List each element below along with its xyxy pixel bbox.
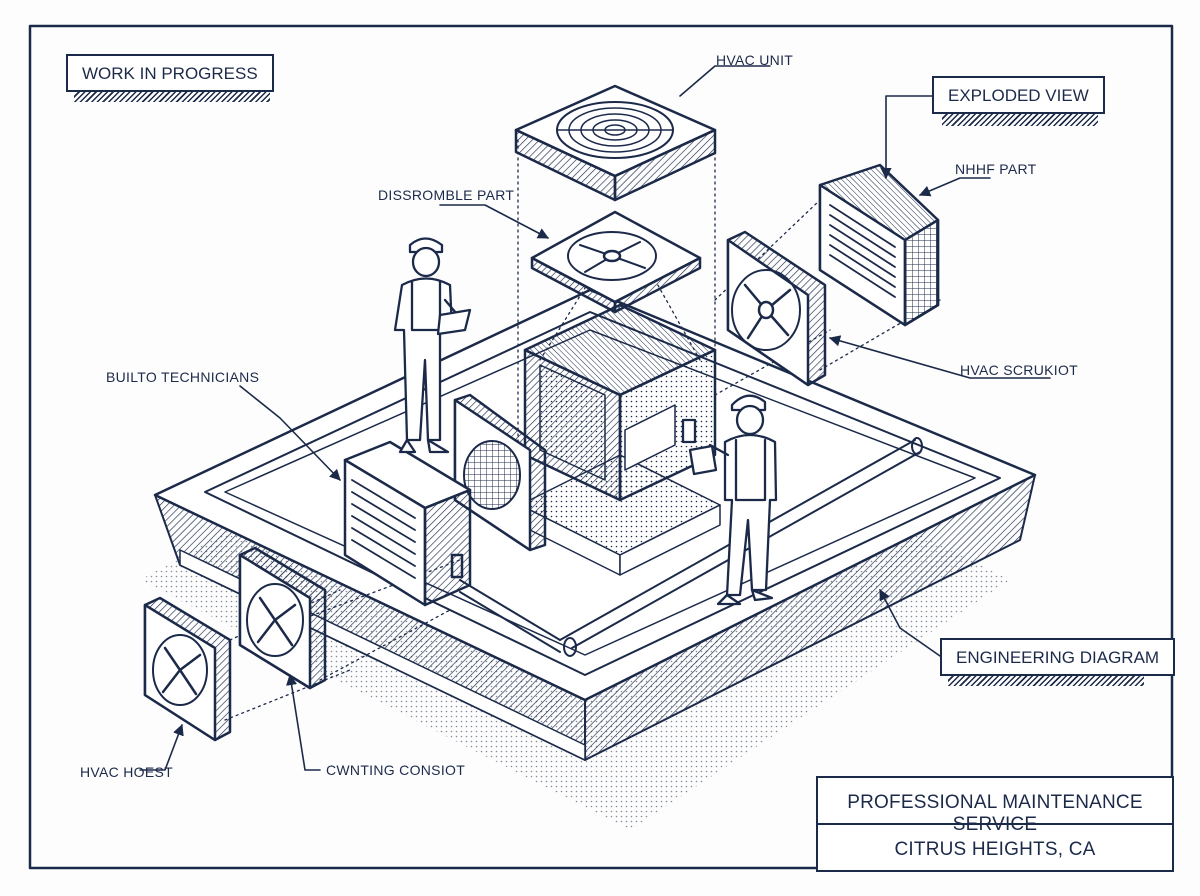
label-work-in-progress: WORK IN PROGRESS xyxy=(66,54,274,92)
lower-fan-panel-1 xyxy=(238,546,327,690)
condenser-grille xyxy=(453,393,547,552)
label-hvac-scrukiot: HVAC SCRUKIOT xyxy=(960,362,1078,378)
label-hvac-unit: HVAC UNIT xyxy=(716,52,794,68)
technician-left xyxy=(393,237,472,454)
title-block: PROFESSIONAL MAINTENANCE SERVICE CITRUS … xyxy=(816,776,1174,872)
label-disassemble-part: DISSROMBLE PART xyxy=(378,187,515,203)
page-border xyxy=(28,24,1174,870)
label-nhhf-part: NHHF PART xyxy=(955,161,1037,177)
label-built-technicians: BUILTO TECHNICIANS xyxy=(106,369,260,385)
louver-panel xyxy=(818,163,940,327)
fan-grille-panel xyxy=(530,210,702,314)
label-hvac-hoest: HVAC HOEST xyxy=(80,764,173,780)
label-engineering-diagram: ENGINEERING DIAGRAM xyxy=(940,638,1176,676)
central-hvac-box xyxy=(523,303,717,502)
title-block-location: CITRUS HEIGHTS, CA xyxy=(894,839,1096,860)
title-block-company: PROFESSIONAL MAINTENANCE SERVICE xyxy=(847,792,1143,835)
top-fan-panel xyxy=(514,84,717,202)
lower-fan-panel-2 xyxy=(143,596,232,742)
technician-right xyxy=(681,394,778,606)
label-exploded-view: EXPLODED VIEW xyxy=(932,76,1105,114)
label-mounting-consiot: CWNTING CONSIOT xyxy=(326,762,466,778)
side-fan-panel xyxy=(726,230,827,387)
condenser-unit xyxy=(343,440,472,607)
title-block-divider xyxy=(818,823,1172,825)
